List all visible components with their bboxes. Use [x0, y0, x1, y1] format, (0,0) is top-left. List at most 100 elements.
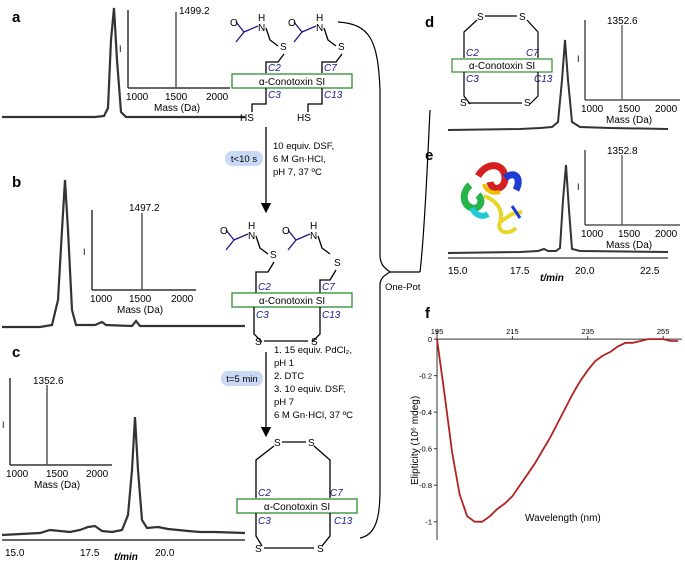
cd-series-line	[436, 338, 679, 523]
s-label-3: S	[270, 250, 277, 261]
mass-tick-d-0: 1000	[581, 104, 604, 115]
cd-y-tick-label: -0.8	[419, 481, 432, 490]
peptide-label-d: α-Conotoxin SI	[469, 61, 535, 72]
hplc-tick-c-2: 20.0	[155, 548, 175, 559]
time-bubble-2	[221, 371, 263, 386]
panel-letter-d: d	[425, 14, 434, 31]
cd-y-tick-label: 0	[428, 335, 432, 344]
hplc-trace-b	[2, 179, 245, 329]
label-c2-c: C2	[258, 488, 271, 499]
mass-tick-a-1: 1500	[165, 92, 188, 103]
s-label: S	[280, 42, 287, 53]
step1-cond-2: pH 7, 37 ºC	[273, 167, 322, 178]
one-pot-label: One-Pot	[385, 282, 421, 293]
mass-peak-label-c: 1352.6	[33, 376, 64, 387]
label-c13-b: C13	[322, 310, 341, 321]
nh-h-4: H	[310, 221, 317, 232]
label-c3-c: C3	[258, 516, 271, 527]
label-c13-c: C13	[334, 516, 353, 527]
d-s-4: S	[524, 98, 531, 109]
mass-ylabel-e: I	[577, 182, 580, 192]
step2-cond-2: 2. DTC	[274, 371, 304, 382]
peptide-box-2	[231, 292, 353, 308]
hplc-tick-c-0: 15.0	[5, 548, 25, 559]
mass-tick-c-1: 1500	[46, 469, 69, 480]
panel-a: a 1499.2 I 1000 1500 2000 Mass (Da)	[2, 6, 245, 119]
mass-tick-b-1: 1500	[129, 294, 152, 305]
label-c3: C3	[268, 90, 281, 101]
hs-left: HS	[240, 113, 254, 124]
mass-ylabel-d: I	[577, 54, 580, 64]
nh-n-3: N	[248, 231, 255, 242]
mass-ylabel-c: I	[2, 420, 5, 430]
label-c3-b: C3	[256, 310, 269, 321]
mass-inset-b: 1497.2 I 1000 1500 2000 Mass (Da)	[83, 203, 196, 316]
panel-b: b 1497.2 I 1000 1500 2000 Mass (Da)	[2, 174, 245, 329]
hplc-xlabel-c: t/min	[114, 552, 138, 563]
mass-xlabel-c: Mass (Da)	[34, 480, 80, 491]
panel-letter-f: f	[425, 305, 431, 322]
panel-e: e 15.0 17.5 20.0 22.5 t/min 1352.8 I 100…	[425, 146, 680, 284]
step2-cond-1: pH 1	[274, 358, 294, 369]
hplc-trace-d	[447, 39, 669, 131]
scheme-molecule-1: O H N S O H N S C2 C7 α-Conotoxin SI C3 …	[230, 13, 353, 124]
cd-x-tick-label: 195	[431, 327, 444, 336]
step2-cond-0: 1. 15 equiv. PdCl₂,	[274, 345, 352, 356]
label-c7-c: C7	[330, 488, 343, 499]
s-label-9: S	[255, 544, 262, 555]
panel-letter-a: a	[12, 9, 21, 26]
cd-ylabel: Elipticity (10⁶ mdeg)	[410, 396, 421, 485]
step2-cond-5: 6 M Gn·HCl, 37 ºC	[274, 410, 353, 421]
mass-peak-label-a: 1499.2	[179, 6, 210, 17]
mass-tick-e-0: 1000	[581, 229, 604, 240]
label-c2-b: C2	[258, 282, 271, 293]
s-label-4: S	[334, 258, 341, 269]
mass-xlabel-e: Mass (Da)	[606, 240, 652, 251]
cd-y-tick-label: -1	[425, 518, 432, 527]
d-s-1: S	[477, 12, 484, 23]
s-label-2: S	[338, 42, 345, 53]
cd-xlabel: Wavelength (nm)	[525, 513, 601, 524]
d-s-3: S	[460, 98, 467, 109]
hplc-tick-e-2: 20.0	[575, 266, 595, 277]
mass-ylabel-b: I	[83, 247, 86, 257]
label-c2: C2	[268, 63, 281, 74]
label-c7: C7	[324, 63, 337, 74]
label-c13: C13	[324, 90, 343, 101]
step1-cond-0: 10 equiv. DSF,	[273, 141, 334, 152]
mass-tick-d-1: 1500	[618, 104, 641, 115]
scheme-molecule-2: O H N S O H N S C2 C7 α-Conotoxin SI C3 …	[220, 221, 353, 348]
panel-letter-b: b	[12, 174, 21, 191]
cd-x-tick-label: 215	[506, 327, 519, 336]
s-label-10: S	[317, 544, 324, 555]
s-label-5: S	[255, 337, 262, 348]
hplc-xlabel-e: t/min	[540, 273, 564, 284]
mass-inset-c: 1352.6 I 1000 1500 2000 Mass (Da)	[2, 376, 112, 491]
mass-inset-d: 1352.6 I 1000 1500 2000 Mass (Da)	[577, 16, 680, 126]
step2-cond-4: pH 7	[274, 397, 294, 408]
o-label: O	[230, 18, 238, 29]
label-c7-b: C7	[322, 282, 335, 293]
mass-peak-label-d: 1352.6	[607, 16, 638, 27]
hplc-trace-e	[447, 164, 669, 254]
mass-xlabel-a: Mass (Da)	[154, 103, 200, 114]
panel-letter-c: c	[12, 344, 20, 361]
mass-inset-a: 1499.2 I 1000 1500 2000 Mass (Da)	[119, 6, 230, 114]
scheme-molecule-3: S S C2 C7 α-Conotoxin SI C3 C13 S S	[236, 438, 358, 555]
hplc-tick-c-1: 17.5	[80, 548, 100, 559]
cd-y-tick-label: -0.2	[419, 372, 432, 381]
peptide-label-2: α-Conotoxin SI	[259, 296, 325, 307]
hs-right: HS	[297, 113, 311, 124]
hplc-trace-c	[1, 416, 246, 537]
mass-tick-c-2: 2000	[86, 469, 109, 480]
step2-time: t=5 min	[226, 374, 257, 385]
cd-y-tick-label: -0.4	[419, 408, 432, 417]
mass-tick-d-2: 2000	[655, 104, 678, 115]
o-label-3: O	[220, 226, 228, 237]
d-c13: C13	[534, 74, 553, 85]
hplc-tick-e-0: 15.0	[448, 266, 468, 277]
step1-time: t<10 s	[231, 154, 257, 165]
d-s-2: S	[519, 12, 526, 23]
